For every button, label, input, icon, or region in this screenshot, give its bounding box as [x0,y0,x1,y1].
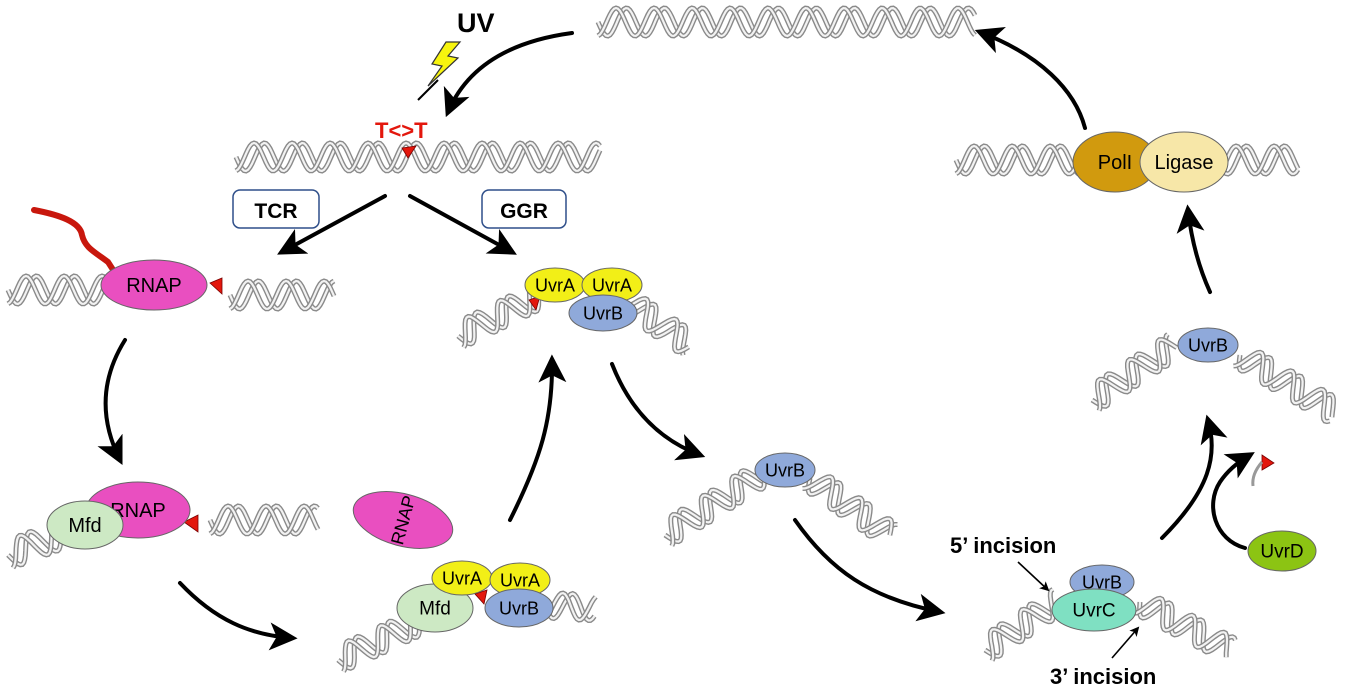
arrow-complex-to-uvrab [508,354,567,522]
rnap-complex: RNAP [352,491,454,549]
ggr-label: GGR [500,200,548,223]
uvra-ggr-2-label: UvrA [592,275,632,295]
dna-undamaged-top [595,5,978,39]
dna-pol-right [1215,143,1301,177]
dna-pol-left [953,143,1083,177]
arrow-layer [97,26,1255,651]
dna-layer [5,5,1336,673]
ggr-box [481,189,567,229]
mfd-mfd: Mfd [46,500,124,550]
uvrb-alone-label: UvrB [765,460,805,480]
lesion-marker [401,145,417,159]
uvra-complex-1-label: UvrA [442,568,482,588]
uvrb-ggr-label: UvrB [583,303,623,323]
dna-damaged [233,140,603,174]
lesion-marker [209,277,223,295]
uvrb-ggr: UvrB [568,294,638,332]
lesion-label: T<>T [375,118,428,143]
dna-uvrc-left [983,587,1064,662]
arrow-uvrb-to-uvrc [793,518,946,622]
incision-5-pointer [1017,561,1050,592]
tcr-label: TCR [254,200,297,223]
uvrb-alone: UvrB [754,452,816,488]
dna-uvrab-left [456,281,542,349]
arrow-to-tcr [277,194,387,255]
arrow-uvrd-release [1211,452,1255,550]
dna-uvrb-right [802,474,898,539]
uvra-complex-2: UvrA [489,562,551,598]
uvrb-complex-label: UvrB [499,598,539,618]
uvra-complex-1: UvrA [431,560,493,596]
arrow-to-ggr [408,194,517,255]
incision-3-pointer [1111,626,1140,659]
arrow-uvrab-to-uvrb [610,362,706,461]
rnap-mfd-label: RNAP [110,500,166,522]
arrow-uvrb-to-pol [1176,204,1212,294]
arrow-top-to-damage [443,31,574,118]
uvra-ggr-1: UvrA [524,267,586,303]
poli-label: PolI [1098,152,1132,174]
uvrc-label: UvrC [1072,601,1115,622]
labels: UV T<>T TCR GGR 5’ incision 3’ incision [232,8,1156,689]
uvra-complex-2-label: UvrA [500,570,540,590]
mfd-mfd-label: Mfd [68,515,101,537]
dna-tcr-right [227,278,337,312]
lesion-marker [474,589,488,605]
uvra-ggr-1-label: UvrA [535,275,575,295]
rna-transcript [31,207,121,279]
lesion-marker [183,514,199,533]
released-oligo [1251,461,1264,487]
lesion-layer [183,145,1275,605]
dna-gap-left [1090,332,1179,412]
uvrb-complex: UvrB [484,588,554,628]
dna-mfd-left [6,520,64,570]
ligase: Ligase [1139,131,1229,193]
rnap-tcr: RNAP [100,259,208,311]
uvrb-uvrc-stage-label: UvrB [1082,572,1122,592]
uvrd: UvrD [1247,530,1317,572]
tcr-box [232,189,320,229]
mfd-complex: Mfd [396,583,474,633]
uvrd-label: UvrD [1260,542,1303,563]
dna-uvrc-right [1133,595,1238,658]
uv-label: UV [457,8,495,38]
arrow-rnap-to-mfd [97,338,127,466]
uvrc: UvrC [1051,588,1137,632]
incision-3-label: 3’ incision [1050,664,1156,689]
dna-mfd-right [207,503,321,537]
dna-gap-right [1233,349,1336,425]
incision-5-label: 5’ incision [950,533,1056,558]
poli: PolI [1072,131,1158,193]
arrow-mfd-to-complex [178,581,298,651]
mfd-complex-label: Mfd [419,599,451,620]
uvra-ggr-2: UvrA [581,267,643,303]
arrow-pol-to-top [974,26,1087,130]
released-oligo-lesion [1261,454,1275,471]
arrow-uvrc-to-release [1160,414,1228,540]
ligase-label: Ligase [1155,152,1214,174]
lightning-bolt-icon [417,41,462,101]
rnap-tcr-label: RNAP [126,275,182,297]
lesion-marker [528,295,541,311]
dna-tcr-left [5,273,113,307]
uvrb-gap: UvrB [1177,327,1239,363]
dna-complex-right [542,590,598,624]
uvrb-gap-label: UvrB [1188,335,1228,355]
dna-uvrb-left [663,468,767,547]
